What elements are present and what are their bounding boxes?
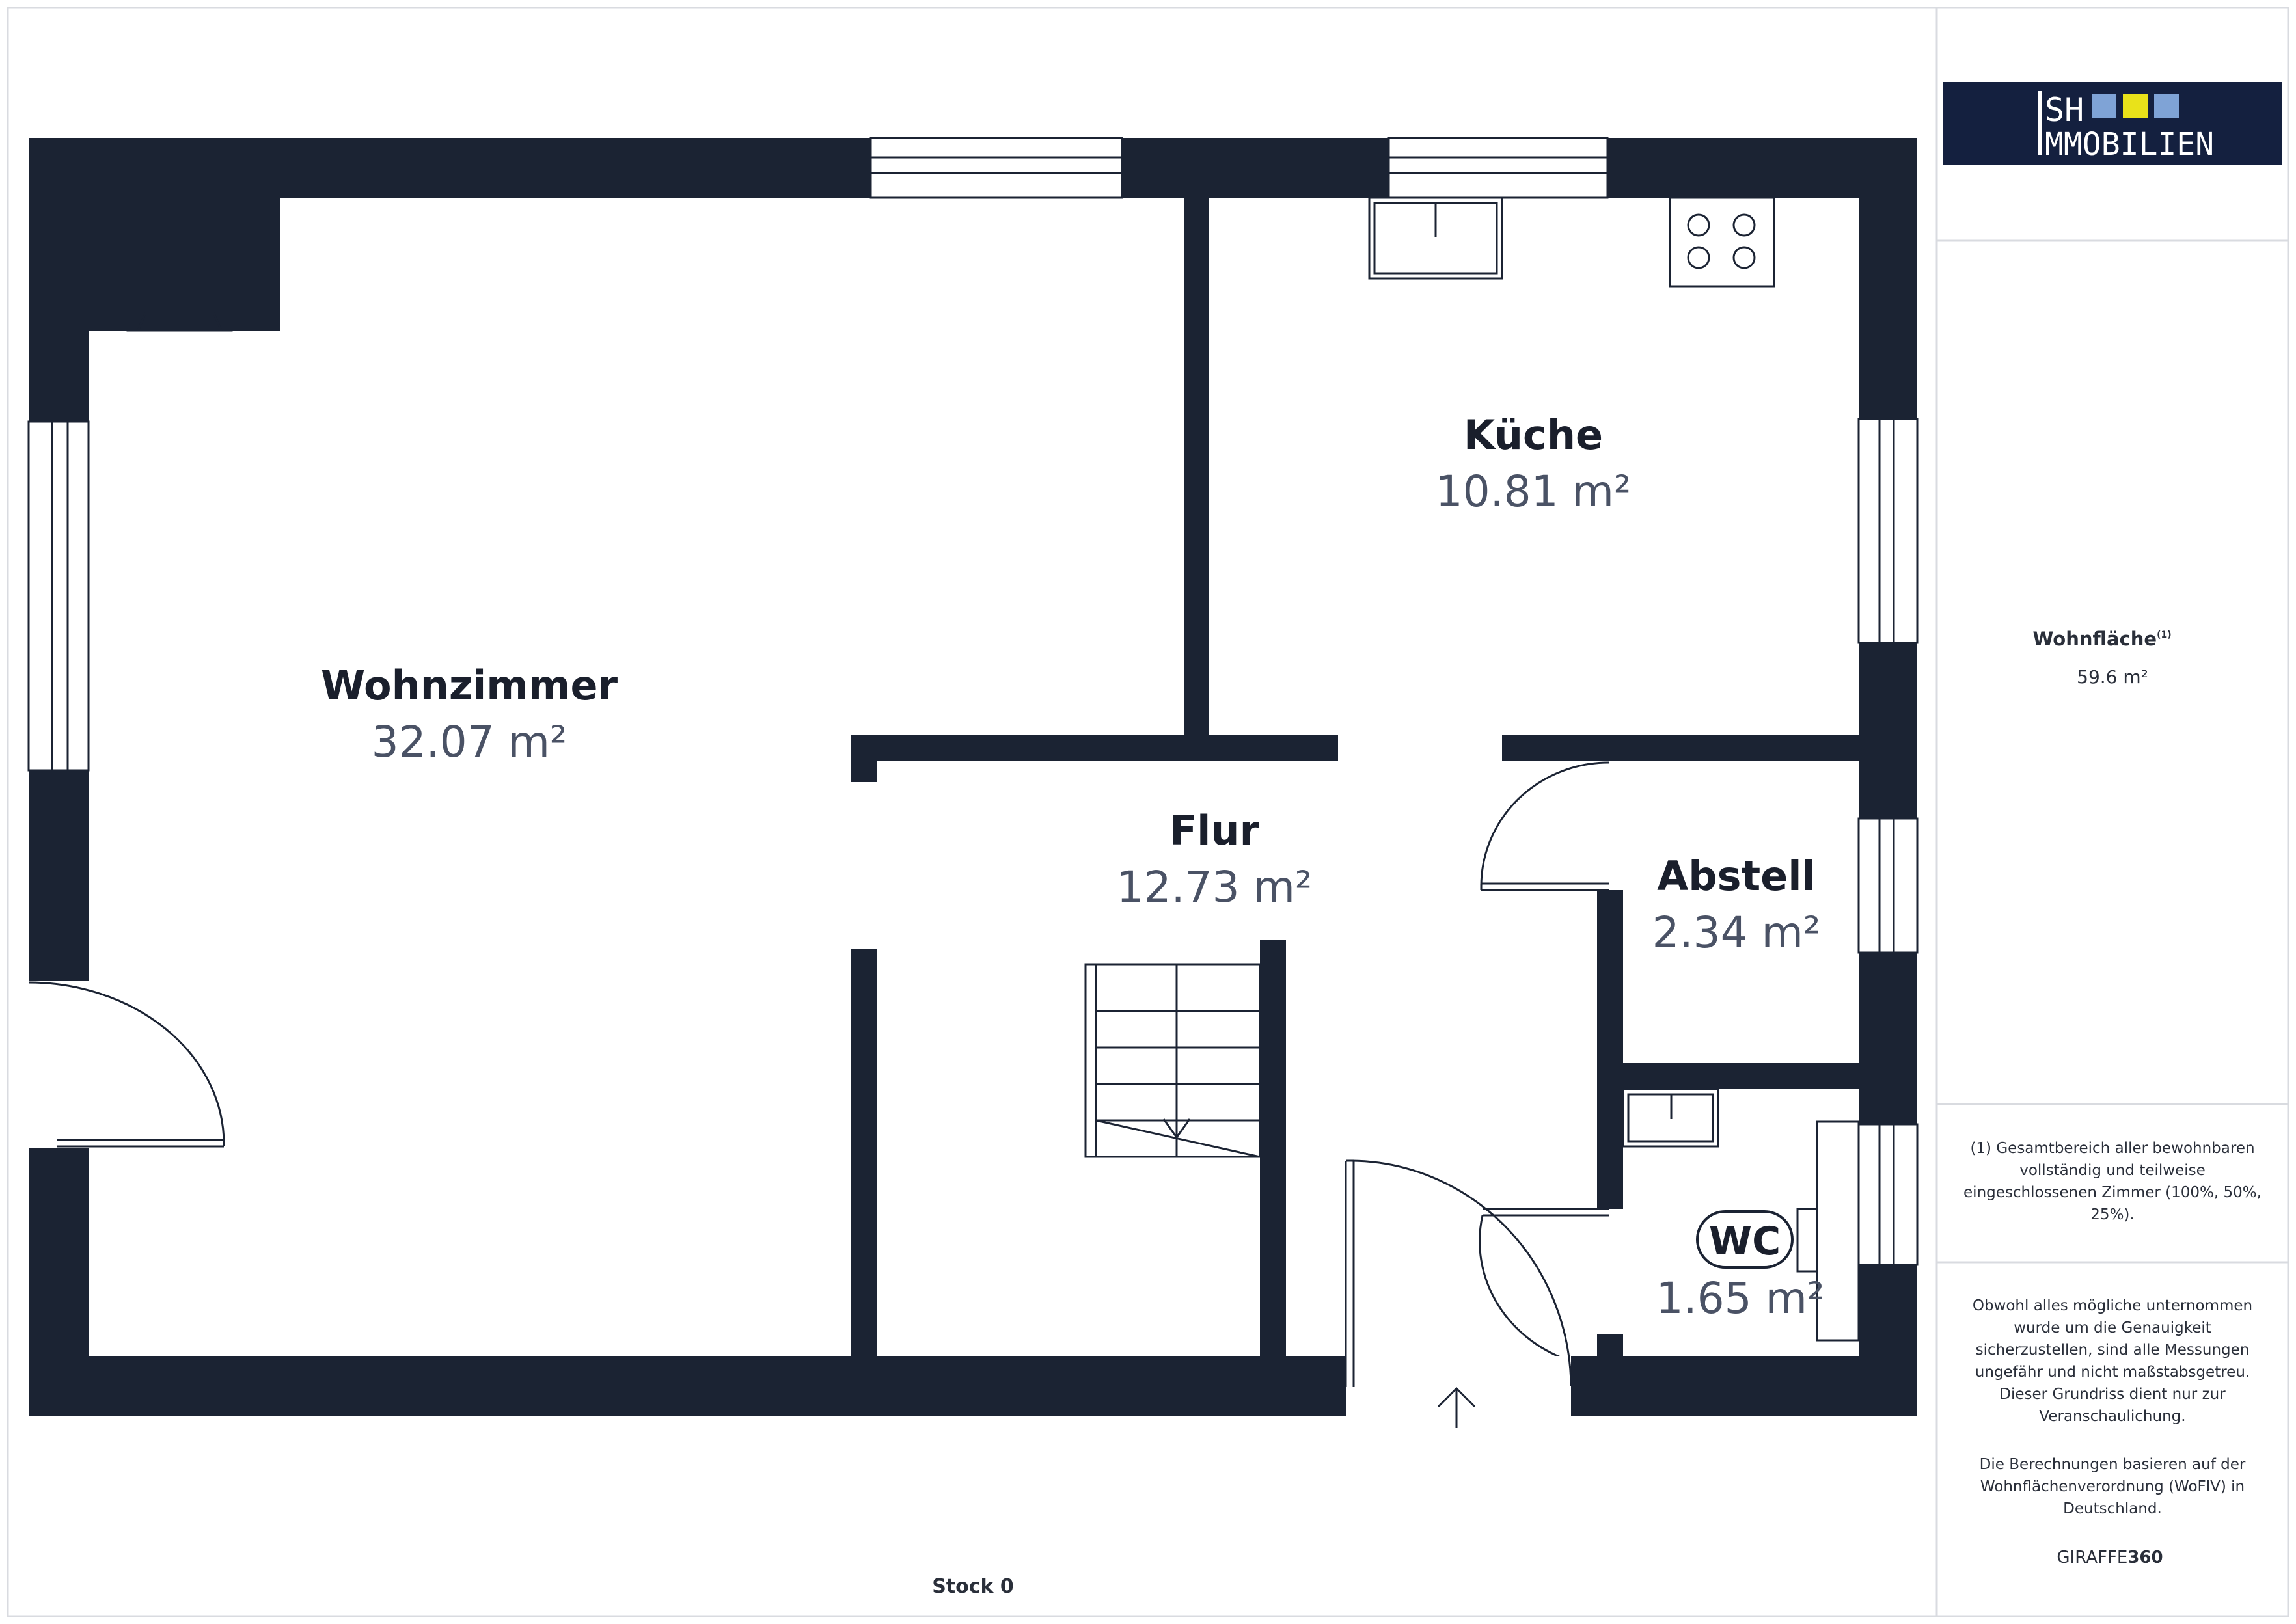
svg-text:wurde um die Genauigkeit: wurde um die Genauigkeit [2014,1320,2211,1336]
room-name: Küche [1464,411,1603,459]
summary-value: 59.6 m² [2077,666,2148,688]
svg-text:(1) Gesamtbereich aller bewohn: (1) Gesamtbereich aller bewohnbaren [1970,1140,2254,1157]
svg-text:Deutschland.: Deutschland. [2063,1500,2162,1517]
sheet-border [7,7,2289,1617]
room-abstell: Abstell 2.34 m² [1652,852,1821,958]
logo-square-2 [2123,94,2148,118]
svg-text:SH: SH [2045,91,2084,129]
room-area: 1.65 m² [1656,1273,1825,1323]
footnote: (1) Gesamtbereich aller bewohnbaren voll… [1963,1140,2262,1223]
svg-text:vollständig und teilweise: vollständig und teilweise [2019,1162,2206,1179]
room-name: Wohnzimmer [321,662,618,709]
walls [29,138,1917,1416]
room-wohnzimmer: Wohnzimmer 32.07 m² [321,662,618,767]
logo-square-3 [2154,94,2179,118]
company-logo: SH MMOBILIEN [1943,82,2282,165]
logo-square-1 [2092,94,2116,118]
svg-text:Obwohl alles mögliche unternom: Obwohl alles mögliche unternommen [1973,1297,2252,1314]
room-flur: Flur 12.73 m² [1117,807,1313,912]
room-name: Abstell [1657,852,1815,900]
room-area: 12.73 m² [1117,862,1313,912]
svg-text:Wohnflächenverordnung (WoFlV): Wohnflächenverordnung (WoFlV) in [1980,1478,2245,1495]
calculation-note: Die Berechnungen basieren auf der Wohnfl… [1980,1456,2246,1517]
svg-text:MMOBILIEN: MMOBILIEN [2045,126,2214,163]
svg-text:Dieser Grundriss dient nur zur: Dieser Grundriss dient nur zur [1999,1386,2226,1403]
windows [27,137,1919,1342]
room-name: Flur [1169,807,1260,854]
svg-text:eingeschlossenen Zimmer (100%,: eingeschlossenen Zimmer (100%, 50%, [1963,1184,2262,1201]
floor-label: Stock 0 [932,1575,1014,1598]
svg-text:Veranschaulichung.: Veranschaulichung. [2039,1408,2185,1425]
room-area: 10.81 m² [1436,467,1632,517]
svg-text:sicherzustellen, sind alle Mes: sicherzustellen, sind alle Messungen [1976,1342,2250,1359]
brand-logo: GIRAFFE360 [2057,1548,2163,1567]
fixtures [126,196,1818,1273]
room-name: WC [1709,1219,1781,1264]
room-area: 32.07 m² [372,717,567,767]
doors [28,761,1623,1428]
svg-text:Die Berechnungen basieren auf: Die Berechnungen basieren auf der [1980,1456,2246,1473]
living-area-summary: Wohnfläche(1) 59.6 m² [2032,628,2171,688]
svg-text:ungefähr und nicht maßstabsget: ungefähr und nicht maßstabsgetreu. [1975,1364,2250,1381]
room-wc: WC 1.65 m² [1656,1210,1825,1323]
summary-label: Wohnfläche(1) [2032,628,2171,650]
disclaimer: Obwohl alles mögliche unternommen wurde … [1973,1297,2252,1425]
svg-text:25%).: 25%). [2090,1206,2134,1223]
room-kueche: Küche 10.81 m² [1436,411,1632,517]
room-area: 2.34 m² [1652,908,1821,958]
